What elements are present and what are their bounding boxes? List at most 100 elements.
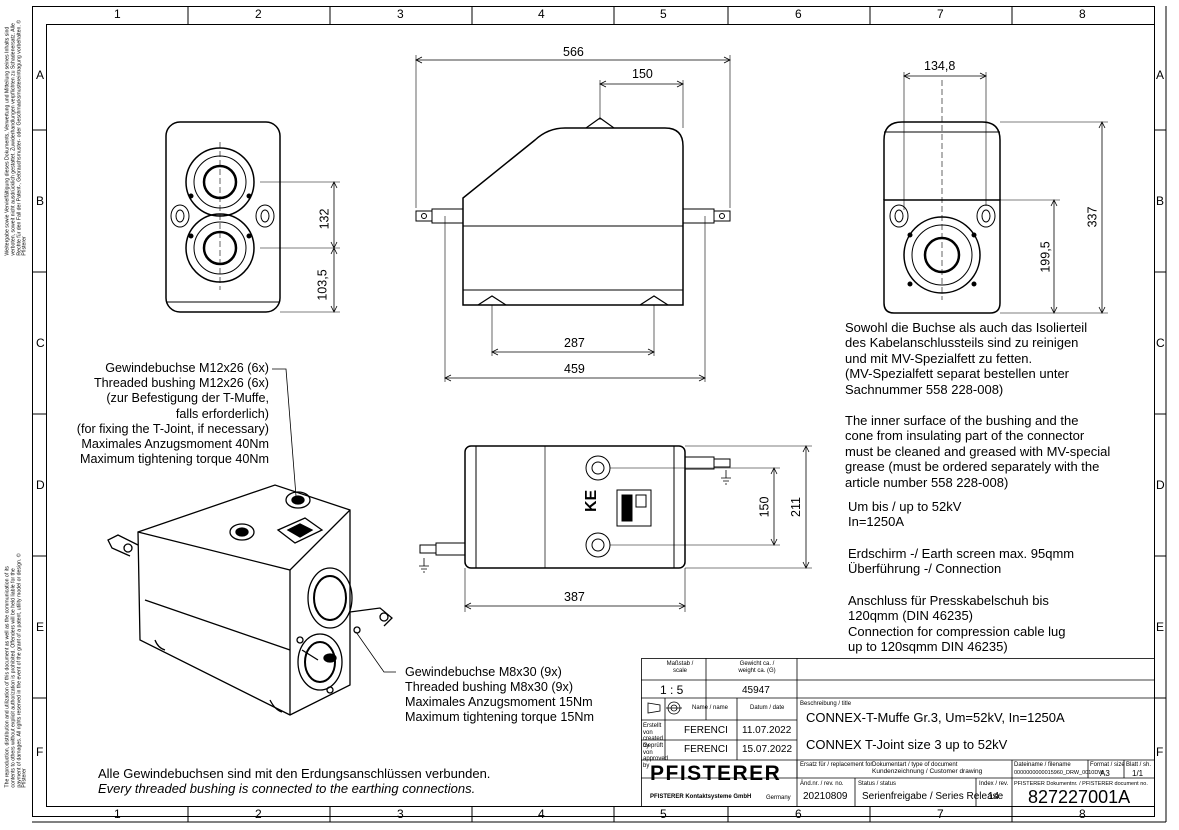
- column-label-1-bottom: 1: [114, 807, 121, 821]
- column-label-7-bottom: 7: [937, 807, 944, 821]
- filename-label: Dateiname / filename: [1014, 762, 1071, 768]
- weight-label: Gewicht ca. / weight ca. (G): [738, 661, 776, 674]
- row-label-B: B: [36, 194, 45, 208]
- replace-label: Ersatz für / replacement for: [800, 762, 873, 768]
- end-view: [883, 72, 1108, 314]
- dim-337: 337: [1085, 206, 1100, 228]
- callout-m12-line: (for fixing the T-Joint, if necessary): [76, 421, 269, 436]
- callout-m8-line: Threaded bushing M8x30 (9x): [405, 680, 574, 694]
- isometric-view: [107, 484, 393, 716]
- callout-m8: Gewindebuchse M8x30 (9x) Threaded bushin…: [405, 665, 594, 725]
- dim-387: 387: [564, 590, 585, 604]
- dim-287: 287: [564, 336, 585, 350]
- note-bottom-en: Every threaded bushing is connected to t…: [98, 781, 476, 796]
- weight-value: 45947: [742, 685, 770, 696]
- filename-value: 0000000000015960_DRW_0010DW: [1014, 770, 1104, 776]
- note-voltage-line: Um bis / up to 52kV: [848, 499, 962, 514]
- row-label-E: E: [36, 620, 45, 634]
- scale-label: Maßstab / scale: [666, 661, 694, 674]
- row-label-E-right: E: [1156, 620, 1165, 634]
- company-name: PFISTERER Kontaktsysteme GmbH: [650, 794, 752, 800]
- front-view: [165, 121, 340, 313]
- column-label-8-bottom: 8: [1079, 807, 1086, 821]
- note-grease-en: The inner surface of the bushing and the…: [845, 413, 1110, 490]
- svg-text:KE: KE: [583, 489, 600, 512]
- row-label-B-right: B: [1156, 194, 1165, 208]
- scale-value: 1 : 5: [660, 683, 684, 697]
- dim-103-5: 103,5: [315, 269, 330, 301]
- approved-date: 15.07.2022: [742, 744, 793, 755]
- row-label-D: D: [36, 478, 45, 492]
- row-label-F: F: [36, 745, 44, 759]
- index-value: 14: [988, 791, 1000, 802]
- status-label: Status / status: [858, 781, 897, 787]
- dim-132: 132: [317, 208, 332, 230]
- column-label-2-bottom: 2: [255, 807, 262, 821]
- callout-m12-line: falls erforderlich): [175, 406, 269, 421]
- row-ticks: [32, 129, 1166, 699]
- title-block-lines: [641, 658, 1155, 807]
- title-de: CONNEX-T-Muffe Gr.3, Um=52kV, In=1250A: [806, 710, 1065, 725]
- note-grease-de: Sowohl die Buchse als auch das Isolierte…: [845, 320, 1087, 397]
- margin-notice-en: The reproduction, distribution and utili…: [4, 553, 28, 788]
- callout-m12-line: Gewindebuchse M12x26 (6x): [105, 361, 269, 375]
- callout-m12: Gewindebuchse M12x26 (6x) Threaded bushi…: [77, 361, 269, 467]
- format-value: A3: [1100, 769, 1110, 778]
- note-earth-line: Erdschirm -/ Earth screen max. 95qmm: [848, 546, 1075, 561]
- note-grease-en-line: The inner surface of the bushing and the: [845, 413, 1079, 428]
- callout-m8-line: Maximales Anzugsmoment 15Nm: [405, 695, 593, 709]
- row-label-C: C: [36, 336, 45, 350]
- note-grease-en-line: article number 558 228-008): [845, 474, 1009, 490]
- column-label-4: 4: [538, 7, 545, 21]
- note-bottom-de: Alle Gewindebuchsen sind mit den Erdungs…: [98, 766, 491, 781]
- title-en: CONNEX T-Joint size 3 up to 52kV: [806, 737, 1008, 752]
- callout-m12-line: (zur Befestigung der T-Muffe,: [106, 391, 269, 406]
- side-view: [415, 55, 731, 382]
- column-label-3-bottom: 3: [397, 807, 404, 821]
- column-label-8: 8: [1079, 7, 1086, 21]
- date-label: Datum / date: [750, 705, 785, 711]
- dim-199-5: 199,5: [1038, 241, 1053, 273]
- column-label-5-bottom: 5: [660, 807, 667, 821]
- created-label: Erstellt von created by: [643, 723, 664, 749]
- format-label: Format / size: [1090, 762, 1125, 768]
- name-label: Name / name: [692, 705, 729, 711]
- note-lug-line: Connection for compression cable lug: [848, 623, 1066, 639]
- top-view: KE: [419, 445, 812, 612]
- created-date: 11.07.2022: [742, 725, 792, 736]
- callout-m8-line: Maximum tightening torque 15Nm: [405, 710, 594, 724]
- row-label-F-right: F: [1156, 745, 1164, 759]
- approved-label: Geprüft von approved by: [643, 743, 669, 769]
- dim-459: 459: [564, 362, 585, 376]
- column-label-2: 2: [255, 7, 262, 21]
- title-label: Beschreibung / title: [800, 701, 852, 707]
- callout-leaders: [272, 368, 396, 673]
- doctype-label: Dokumentart / type of document: [872, 762, 958, 768]
- index-label: Index / rev.: [979, 781, 1009, 787]
- dim-150-top: 150: [632, 67, 653, 81]
- note-lug-line: 120qmm (DIN 46235): [848, 608, 973, 624]
- dim-211: 211: [788, 497, 803, 517]
- note-lug-line: Anschluss für Presskabelschuh bis: [848, 593, 1049, 608]
- dim-134-8: 134,8: [924, 59, 956, 73]
- callout-m12-line: Maximales Anzugsmoment 40Nm: [81, 437, 269, 452]
- dim-150-bottom: 150: [757, 496, 772, 518]
- docnum-value: 827227001A: [1028, 787, 1131, 807]
- column-label-5: 5: [660, 7, 667, 21]
- note-grease-de-line: des Kabelanschlussteils sind zu reinigen: [845, 335, 1079, 351]
- note-grease-en-line: cone from insulating part of the connect…: [845, 428, 1085, 444]
- callout-m12-line: Threaded bushing M12x26 (6x): [93, 376, 269, 391]
- status-value: Serienfreigabe / Series Release: [862, 791, 1004, 802]
- note-grease-de-line: Sowohl die Buchse als auch das Isolierte…: [845, 320, 1088, 335]
- column-label-4-bottom: 4: [538, 807, 545, 821]
- approved-name: FERENCI: [684, 744, 728, 755]
- pfisterer-logo: PFISTERER: [650, 762, 782, 785]
- note-grease-de-line: (MV-Spezialfett separat bestellen unter: [845, 366, 1070, 382]
- sheet-value: 1/1: [1132, 769, 1144, 778]
- note-earth: Erdschirm -/ Earth screen max. 95qmm Übe…: [848, 546, 1074, 577]
- column-ticks: [187, 6, 1013, 822]
- docnum-label: PFISTERER Dokumentnr. / PFISTERER docume…: [1014, 781, 1148, 787]
- company-country: Germany: [766, 795, 791, 801]
- note-lug-line: up to 120sqmm DIN 46235): [848, 639, 1008, 655]
- row-label-C-right: C: [1156, 336, 1165, 350]
